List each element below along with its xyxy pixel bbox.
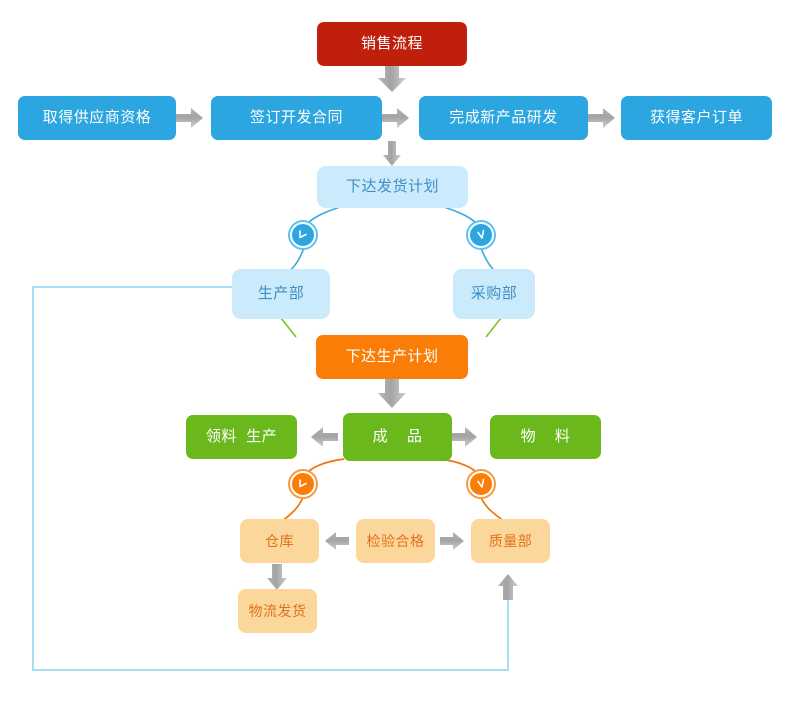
arrow-inspection-to-warehouse xyxy=(325,532,349,550)
check-arrow-icon-shipping-left[interactable] xyxy=(290,222,316,248)
node-shipping-plan[interactable]: 下达发货计划 xyxy=(317,166,468,208)
arrow-warehouse-to-logistics xyxy=(267,564,287,590)
check-arrow-icon-shipping-right[interactable] xyxy=(468,222,494,248)
check-arrow-glyph xyxy=(477,229,485,239)
check-arrow-glyph xyxy=(299,230,307,239)
arrow-finished-to-materials xyxy=(450,427,477,447)
node-sales-process[interactable]: 销售流程 xyxy=(317,22,467,66)
check-arrow-glyph xyxy=(477,478,485,488)
node-production-plan[interactable]: 下达生产计划 xyxy=(316,335,468,379)
arrow-finished-to-requisition xyxy=(311,427,338,447)
arrow-rd-to-shipping xyxy=(383,141,401,166)
node-development-contract[interactable]: 签订开发合同 xyxy=(211,96,382,140)
node-logistics-shipment[interactable]: 物流发货 xyxy=(238,589,317,633)
node-production-dept[interactable]: 生产部 xyxy=(232,269,330,319)
node-quality-dept[interactable]: 质量部 xyxy=(471,519,550,563)
arrow-supplier-to-contract xyxy=(176,108,203,128)
node-inspection-passed[interactable]: 检验合格 xyxy=(356,519,435,563)
check-arrow-icon-finished-right[interactable] xyxy=(468,471,494,497)
arrow-contract-to-rd xyxy=(382,108,409,128)
node-material-requisition[interactable]: 领料 生产 xyxy=(186,415,297,459)
node-finished-goods[interactable]: 成 品 xyxy=(343,413,452,461)
node-warehouse[interactable]: 仓库 xyxy=(240,519,319,563)
arrow-rd-to-order xyxy=(588,108,615,128)
node-supplier-qualification[interactable]: 取得供应商资格 xyxy=(18,96,176,140)
node-materials[interactable]: 物 料 xyxy=(490,415,601,459)
node-new-product-rd[interactable]: 完成新产品研发 xyxy=(419,96,588,140)
shipping-branch-lines xyxy=(287,206,497,273)
check-arrow-icon-finished-left[interactable] xyxy=(290,471,316,497)
arrow-inspection-to-quality xyxy=(440,532,464,550)
arrow-sales-to-rd xyxy=(378,64,406,92)
node-customer-order[interactable]: 获得客户订单 xyxy=(621,96,772,140)
check-arrow-glyph xyxy=(299,479,307,488)
node-purchasing-dept[interactable]: 采购部 xyxy=(453,269,535,319)
arrow-loop-to-quality xyxy=(498,574,518,600)
arrow-plan-to-finished xyxy=(378,379,406,408)
